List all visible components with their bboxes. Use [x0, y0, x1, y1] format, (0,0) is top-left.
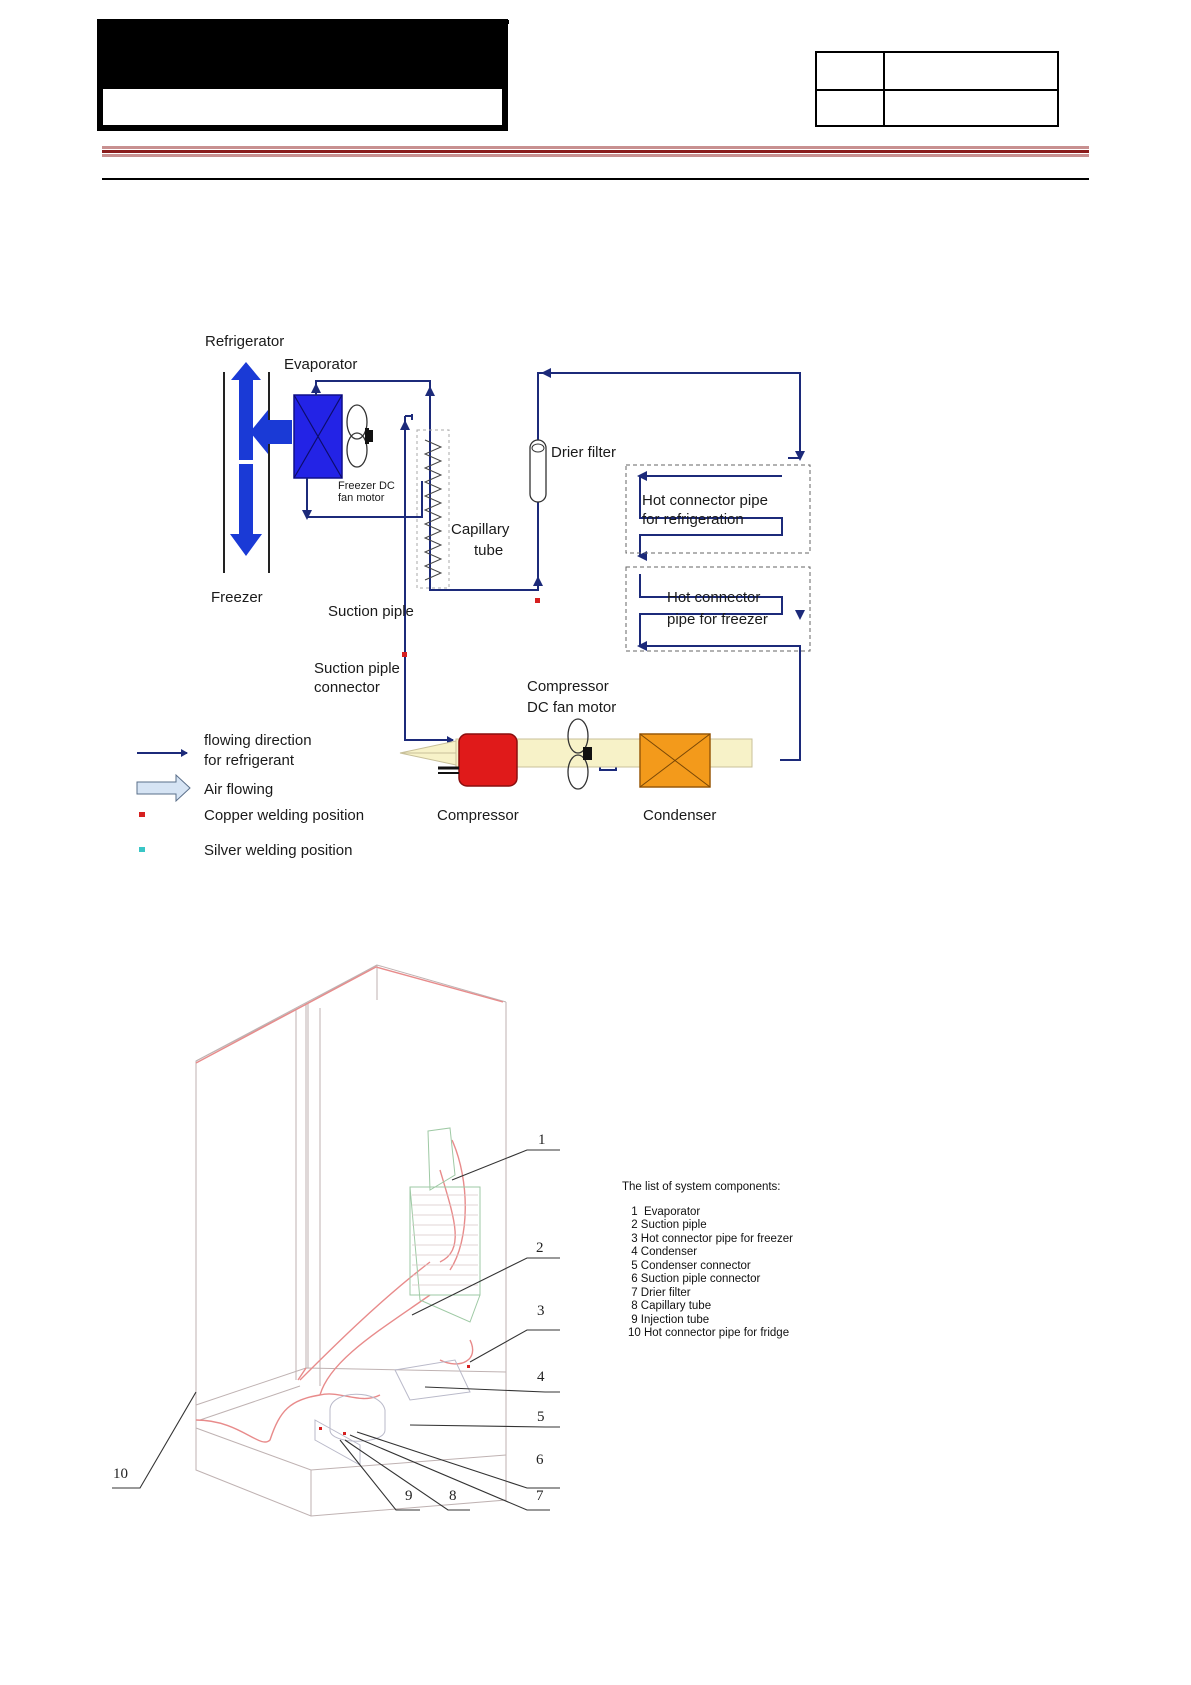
legend-flow-line2: for refrigerant: [204, 752, 295, 769]
component-item: 2 Suction piple: [628, 1219, 707, 1231]
label-freezer-fan-line2: fan motor: [338, 492, 385, 504]
header-rule-mid: [102, 150, 1089, 153]
hot-connector-refrigeration-box: [625, 464, 811, 554]
component-item: 8 Capillary tube: [628, 1300, 712, 1312]
info-cell-value-2: [883, 89, 1059, 127]
compressor-box: [458, 733, 518, 787]
callout-5: 5: [537, 1409, 545, 1425]
fridge-cabinet-drawing: 1 2 3 4 5 6 7 8 9 10: [112, 964, 560, 1517]
legend-copper-mark-icon: [139, 812, 145, 817]
callout-3: 3: [537, 1303, 545, 1319]
label-evaporator: Evaporator: [284, 356, 357, 373]
label-suction-pipe: Suction piple: [328, 603, 414, 620]
schematic-legend: flowing direction for refrigerant Air fl…: [136, 732, 364, 859]
label-compressor-fan-line1: Compressor: [527, 678, 609, 695]
capillary-box: [416, 429, 450, 589]
info-cell-label-1: [815, 51, 885, 91]
callout-10: 10: [113, 1466, 128, 1482]
label-freezer: Freezer: [211, 589, 263, 606]
header-logo-tick: [507, 20, 509, 24]
legend-copper: Copper welding position: [204, 807, 364, 824]
label-capillary-line2: tube: [474, 542, 503, 559]
condenser-box: [639, 733, 711, 788]
flow-arrowheads: [302, 368, 805, 651]
components-list: The list of system components: 1 Evapora…: [622, 1181, 793, 1341]
component-item: 5 Condenser connector: [628, 1259, 751, 1272]
label-freezer-fan-line1: Freezer DC: [338, 480, 395, 492]
legend-flow-line1: flowing direction: [204, 732, 312, 749]
legend-air: Air flowing: [204, 781, 273, 798]
label-capillary-line1: Capillary: [451, 521, 510, 538]
label-compressor: Compressor: [437, 807, 519, 824]
hot-connector-freezer-box: [625, 566, 811, 652]
components-items: 1 Evaporator 2 Suction piple 3 Hot conne…: [622, 1206, 793, 1341]
callout-8: 8: [449, 1488, 457, 1504]
air-up-arrow: [231, 362, 261, 460]
freezer-fan-icon: [346, 404, 373, 468]
drier-filter-icon: [529, 439, 547, 503]
info-cell-label-2: [815, 89, 885, 127]
info-cell-value-1: [883, 51, 1059, 91]
callout-2: 2: [536, 1240, 544, 1256]
component-item: 1 Evaporator: [628, 1205, 701, 1218]
cabinet-evaporator: [409, 1127, 481, 1323]
cabinet-compressor-area: [314, 1359, 471, 1466]
label-drier-filter: Drier filter: [551, 444, 616, 461]
label-hot-freezer-line2: pipe for freezer: [667, 611, 768, 628]
components-title: The list of system components:: [622, 1181, 781, 1193]
callout-1: 1: [538, 1132, 546, 1148]
component-item: 6 Suction piple connector: [628, 1273, 761, 1285]
callout-7: 7: [536, 1488, 544, 1504]
header-info-table: [815, 51, 1059, 127]
capillary-coil: [423, 439, 443, 581]
schematic-labels: Refrigerator Evaporator Freezer DC fan m…: [205, 333, 768, 824]
callout-numbers: 1 2 3 4 5 6 7 8 9 10: [113, 1132, 546, 1504]
label-condenser: Condenser: [643, 807, 716, 824]
legend-silver: Silver welding position: [204, 842, 352, 859]
label-hot-freezer-line1: Hot connector: [667, 589, 760, 606]
cabinet-outline: [195, 964, 507, 1517]
refrigeration-schematic: Refrigerator Evaporator Freezer DC fan m…: [136, 333, 811, 859]
cabinet-weld-marks: [319, 1365, 470, 1435]
component-item: 4 Condenser: [628, 1246, 698, 1258]
air-left-arrow: [250, 410, 292, 454]
evaporator-box: [293, 394, 343, 479]
component-item: 3 Hot connector pipe for freezer: [628, 1232, 793, 1245]
label-hot-refrig-line1: Hot connector pipe: [642, 492, 768, 509]
callout-4: 4: [537, 1369, 545, 1385]
callout-leaders: [112, 1149, 560, 1511]
header-rule-bottom: [102, 154, 1089, 157]
component-item: 7 Drier filter: [628, 1286, 691, 1299]
callout-9: 9: [405, 1488, 413, 1504]
header-logo-subtitle-bar: [103, 89, 502, 125]
component-item: 10 Hot connector pipe for fridge: [628, 1327, 790, 1339]
header-rule-thin: [102, 178, 1089, 180]
label-compressor-fan-line2: DC fan motor: [527, 699, 616, 716]
header-logo-box: [97, 19, 508, 131]
label-suction-connector-line1: Suction piple: [314, 660, 400, 677]
cabinet-red-pipes: [195, 966, 504, 1443]
cabinet-evaporator-fins: [412, 1194, 478, 1286]
compressor-fan-icon: [567, 718, 592, 790]
callout-6: 6: [536, 1452, 544, 1468]
label-suction-connector-line2: connector: [314, 679, 380, 696]
header-rule-top: [102, 146, 1089, 149]
legend-air-arrow-icon: [136, 773, 191, 803]
label-refrigerator: Refrigerator: [205, 333, 284, 350]
legend-silver-mark-icon: [139, 847, 145, 852]
label-hot-refrig-line2: for refrigeration: [642, 511, 744, 528]
component-item: 9 Injection tube: [628, 1313, 710, 1326]
air-down-arrow: [230, 464, 262, 556]
copper-weld-marks: [402, 598, 540, 657]
